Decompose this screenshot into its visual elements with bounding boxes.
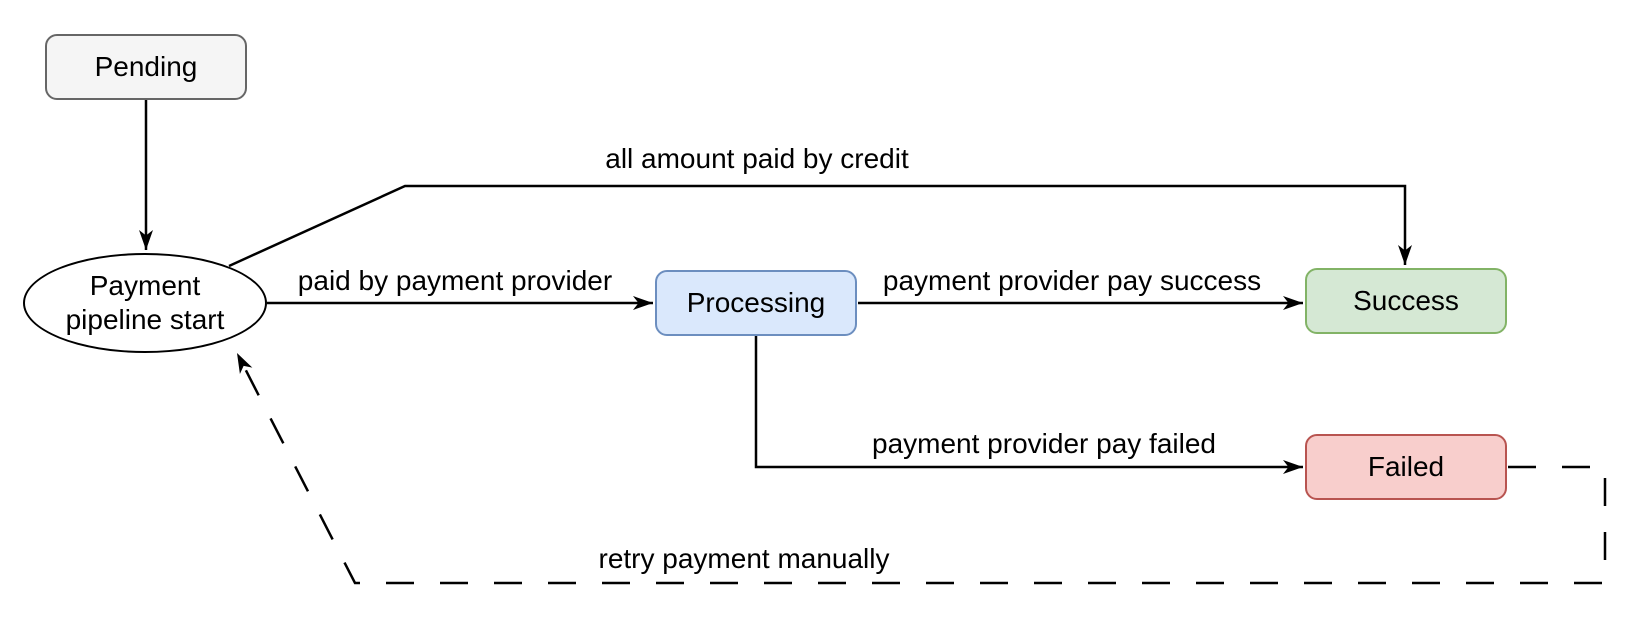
edge-label-retry-payment-manually: retry payment manually — [594, 543, 894, 575]
node-payment-pipeline-start: Payment pipeline start — [23, 253, 267, 353]
node-failed: Failed — [1305, 434, 1507, 500]
node-start-label-line1: Payment — [89, 270, 201, 301]
node-success-label: Success — [1353, 285, 1459, 316]
edge-processing-to-failed — [754, 336, 1303, 474]
edge-label-payment-provider-pay-success: payment provider pay success — [878, 265, 1266, 297]
edge-start-to-success — [228, 184, 1412, 268]
node-pending: Pending — [45, 34, 247, 100]
edge-label-paid-by-payment-provider: paid by payment provider — [293, 265, 617, 297]
node-processing: Processing — [655, 270, 857, 336]
node-pending-label: Pending — [94, 51, 198, 82]
edge-failed-to-start — [235, 352, 1607, 585]
node-start-label-line2: pipeline start — [65, 304, 225, 335]
node-processing-label: Processing — [686, 287, 826, 318]
node-failed-label: Failed — [1367, 451, 1445, 482]
edge-label-all-amount-paid-by-credit: all amount paid by credit — [601, 143, 913, 175]
node-success: Success — [1305, 268, 1507, 334]
edge-label-payment-provider-pay-failed: payment provider pay failed — [868, 428, 1220, 460]
